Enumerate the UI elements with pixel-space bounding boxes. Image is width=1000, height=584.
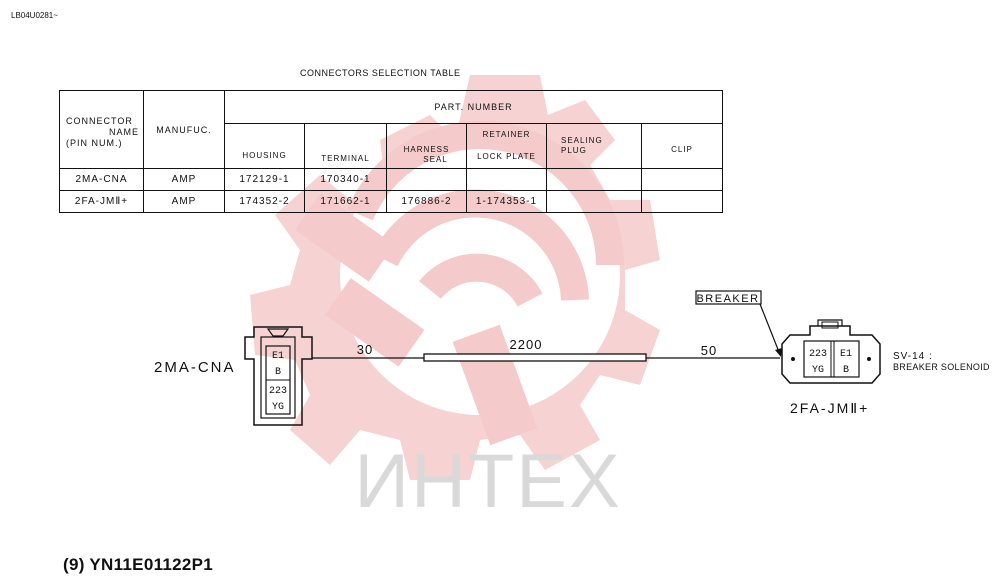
left-pin2-color: YG <box>272 402 284 413</box>
manufacturer-header: MANUFUC. <box>143 90 225 169</box>
device-code: SV-14 : <box>893 351 933 362</box>
part-number-header: PART. NUMBER <box>224 90 723 124</box>
sealing-plug-line1: SEALING <box>561 136 603 145</box>
row1-lock-plate <box>466 168 547 191</box>
retainer-header: RETAINER LOCK PLATE <box>466 123 547 169</box>
row1-harness-seal <box>386 168 467 191</box>
right-pin1-number: 223 <box>809 349 827 360</box>
harness-seal-line1: HARNESS <box>403 145 450 154</box>
device-name: BREAKER SOLENOID <box>893 362 990 372</box>
table-title: CONNECTORS SELECTION TABLE <box>300 68 461 78</box>
connectors-selection-table: CONNECTOR NAME (PIN NUM.) MANUFUC. PART.… <box>59 90 723 213</box>
row2-connector: 2FA-JMⅡ+ <box>59 190 144 213</box>
segment-right-length: 50 <box>701 343 717 358</box>
connector-header-line3: (PIN NUM.) <box>66 138 123 148</box>
row2-housing: 174352-2 <box>224 190 305 213</box>
housing-header: HOUSING <box>224 123 305 169</box>
table-row: 2MA-CNA AMP 172129-1 170340-1 <box>59 168 723 191</box>
connector-header-line1: CONNECTOR <box>66 116 133 126</box>
retainer-line: RETAINER <box>482 130 531 139</box>
row2-sealing-plug <box>546 190 642 213</box>
table-row: 2FA-JMⅡ+ AMP 174352-2 171662-1 176886-2 … <box>59 190 723 213</box>
harness-seal-line2: SEAL <box>423 155 448 164</box>
watermark-text: ИНТЕХ <box>354 439 621 524</box>
row2-manufacturer: AMP <box>143 190 225 213</box>
lock-plate-line: LOCK PLATE <box>477 152 536 161</box>
left-pin1-color: B <box>275 367 281 378</box>
left-pin2-number: 223 <box>269 386 287 397</box>
terminal-header: TERMINAL <box>304 123 387 169</box>
sealing-plug-header: SEALING PLUG <box>546 123 642 169</box>
segment-middle-length: 2200 <box>510 337 543 352</box>
row1-connector: 2MA-CNA <box>59 168 144 191</box>
row1-clip <box>641 168 723 191</box>
clip-header: CLIP <box>641 123 723 169</box>
diagram-code: (9) YN11E01122P1 <box>63 555 214 574</box>
harness-seal-header: HARNESS SEAL <box>386 123 467 169</box>
row1-terminal: 170340-1 <box>304 168 387 191</box>
row2-clip <box>641 190 723 213</box>
row2-harness-seal: 176886-2 <box>386 190 467 213</box>
breaker-label: BREAKER <box>696 293 759 305</box>
row1-manufacturer: AMP <box>143 168 225 191</box>
row1-sealing-plug <box>546 168 642 191</box>
left-connector-name: 2MA-CNA <box>154 359 236 376</box>
row1-housing: 172129-1 <box>224 168 305 191</box>
right-connector-name: 2FA-JMⅡ+ <box>790 400 869 416</box>
row2-terminal: 171662-1 <box>304 190 387 213</box>
right-pin2-number: E1 <box>840 349 852 360</box>
right-connector[interactable] <box>781 319 881 384</box>
right-pin2-color: B <box>843 365 849 376</box>
left-pin1-number: E1 <box>272 351 284 362</box>
connector-header-line2: NAME <box>108 127 139 137</box>
row2-lock-plate: 1-174353-1 <box>466 190 547 213</box>
breaker-label-box: BREAKER <box>695 290 782 357</box>
sealing-plug-line2: PLUG <box>561 146 587 155</box>
left-connector[interactable] <box>244 326 313 426</box>
document-code: LB04U0281~ <box>11 11 58 20</box>
right-pin1-color: YG <box>812 365 824 376</box>
segment-left-length: 30 <box>357 342 373 357</box>
connector-header-cell: CONNECTOR NAME (PIN NUM.) <box>59 90 144 169</box>
harness-wire <box>312 353 780 362</box>
